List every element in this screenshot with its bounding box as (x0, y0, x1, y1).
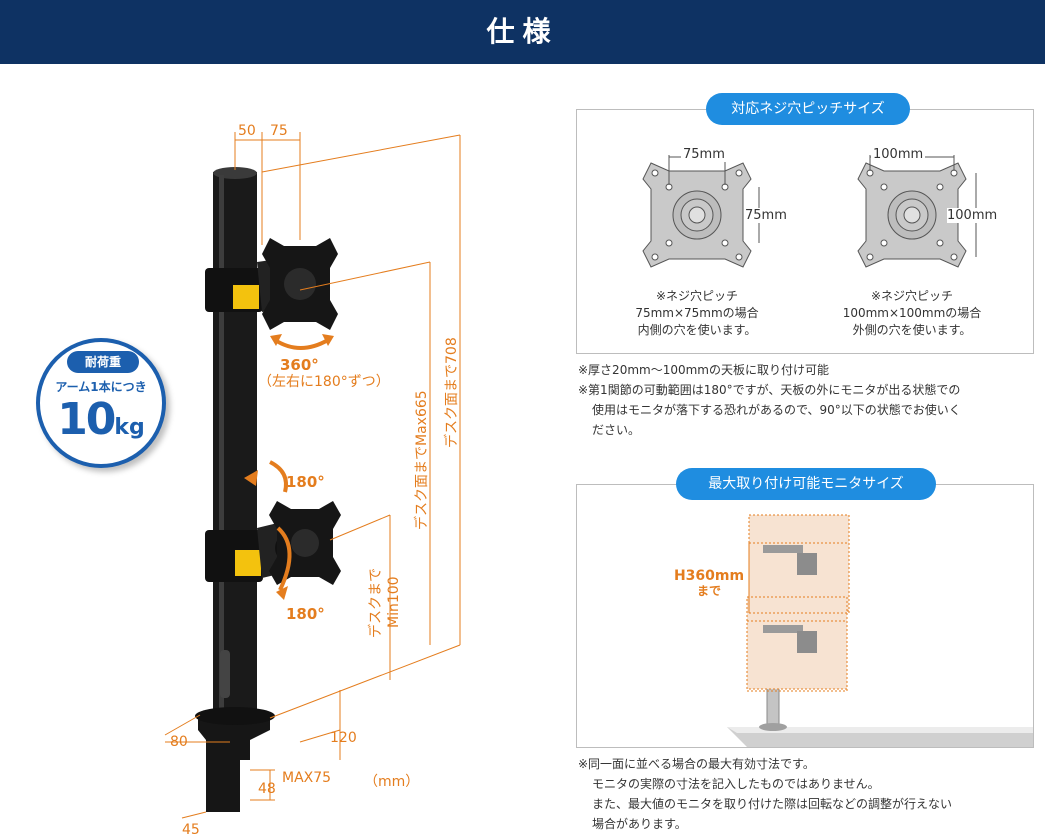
note-top-1: ※厚さ20mm～100mmの天板に取り付け可能 (578, 363, 829, 377)
note-top-2b: 使用はモニタが落下する恐れがあるので、90°以下の状態でお使いく (592, 403, 961, 417)
monitor-panel-title: 最大取り付け可能モニタサイズ (676, 468, 936, 500)
vesa-panel: 75mm 75mm 100mm 100mm ※ネジ穴ピッチ 75mm×75mmの… (576, 109, 1034, 354)
monitor-size-panel: H360mm まで (576, 484, 1034, 748)
rotation-180-a: 180° (286, 473, 325, 491)
vesa-75-cap-line2: 75mm×75mmの場合 (635, 306, 759, 320)
desk-708: デスク面まで708 (443, 337, 460, 448)
vesa-100-cap-line2: 100mm×100mmの場合 (842, 306, 982, 320)
weight-capacity-badge: 耐荷重 アーム1本につき 10kg (36, 338, 166, 468)
notes-bottom: ※同一面に並べる場合の最大有効寸法です。 モニタの実際の寸法を記入したものではあ… (578, 754, 1038, 834)
weight-sub: アーム1本につき (55, 380, 147, 394)
note-bottom-2: モニタの実際の寸法を記入したものではありません。 (592, 777, 880, 791)
rotation-360: 360° (280, 356, 319, 374)
desk-clamp (198, 716, 270, 812)
vesa-panel-title: 対応ネジ穴ピッチサイズ (706, 93, 910, 125)
vesa-plate-100 (857, 155, 977, 268)
notes-top: ※厚さ20mm～100mmの天板に取り付け可能 ※第1関節の可動範囲は180°で… (578, 360, 1038, 440)
vesa-75-width: 75mm (681, 147, 727, 162)
rotation-360-note: （左右に180°ずつ） (258, 374, 390, 390)
desk-min-line1: デスクまで (367, 568, 384, 638)
weight-pill: 耐荷重 (67, 351, 139, 373)
monitor-h-label: H360mm まで (669, 569, 749, 599)
monitor-size-illustration (727, 514, 1033, 747)
vesa-100-width: 100mm (871, 147, 926, 162)
vesa-75-cap-line1: ※ネジ穴ピッチ (655, 289, 739, 303)
dim-45: 45 (182, 822, 200, 838)
vesa-100-caption: ※ネジ穴ピッチ 100mm×100mmの場合 外側の穴を使います。 (822, 288, 1002, 339)
desk-min-line2: Min100 (386, 576, 402, 628)
note-top-2c: ださい。 (592, 423, 641, 437)
desk-max-665: デスク面までMax665 (413, 390, 430, 530)
page-header: 仕様 (0, 0, 1045, 64)
vesa-plate-75 (642, 155, 760, 268)
note-bottom-4: 場合があります。 (592, 817, 687, 831)
page-title: 仕様 (486, 15, 559, 48)
product-diagram: 50 75 360° （左右に180°ずつ） 180° 180° デスク面までM… (164, 123, 461, 838)
lower-vesa-plate (269, 501, 341, 585)
vesa-100-cap-line3: 外側の穴を使います。 (852, 323, 972, 337)
rotation-180-b: 180° (286, 605, 325, 623)
vesa-100-height: 100mm (947, 208, 998, 223)
dim-75: 75 (270, 123, 288, 139)
note-top-2a: ※第1関節の可動範囲は180°ですが、天板の外にモニタが出る状態での (578, 383, 961, 397)
note-bottom-3: また、最大値のモニタを取り付けた際は回転などの調整が行えない (592, 797, 953, 811)
dim-50: 50 (238, 123, 256, 139)
vesa-75-height: 75mm (745, 208, 787, 223)
vesa-100-cap-line1: ※ネジ穴ピッチ (870, 289, 954, 303)
weight-number: 10 (57, 394, 116, 445)
upper-vesa-plate (262, 238, 338, 330)
dim-80: 80 (170, 734, 188, 750)
vesa-75-caption: ※ネジ穴ピッチ 75mm×75mmの場合 内側の穴を使います。 (617, 288, 777, 339)
weight-value: 10kg (40, 394, 162, 445)
monitor-h-sub: まで (696, 584, 721, 598)
dim-max75: MAX75 (282, 770, 331, 786)
monitor-h-value: H360mm (673, 568, 745, 584)
note-bottom-1: ※同一面に並べる場合の最大有効寸法です。 (578, 757, 815, 771)
dim-48: 48 (258, 781, 276, 797)
unit-mm: （mm） (364, 774, 419, 790)
dim-120: 120 (330, 730, 357, 746)
weight-unit: kg (114, 415, 145, 440)
vesa-75-cap-line3: 内側の穴を使います。 (637, 323, 757, 337)
